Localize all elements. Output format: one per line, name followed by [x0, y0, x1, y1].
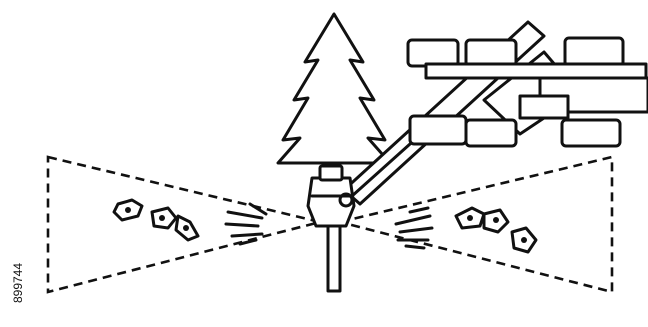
- left-chain-fragments-icon: [112, 198, 268, 246]
- harvester-machine-icon: [406, 36, 648, 148]
- right-chain-fragments-icon: [394, 206, 538, 254]
- tree-icon: [276, 12, 392, 293]
- right-danger-zone: [339, 155, 614, 294]
- left-danger-zone: [46, 155, 321, 294]
- figure-reference-number: 899744: [11, 262, 25, 304]
- harvester-head-icon: [306, 164, 356, 228]
